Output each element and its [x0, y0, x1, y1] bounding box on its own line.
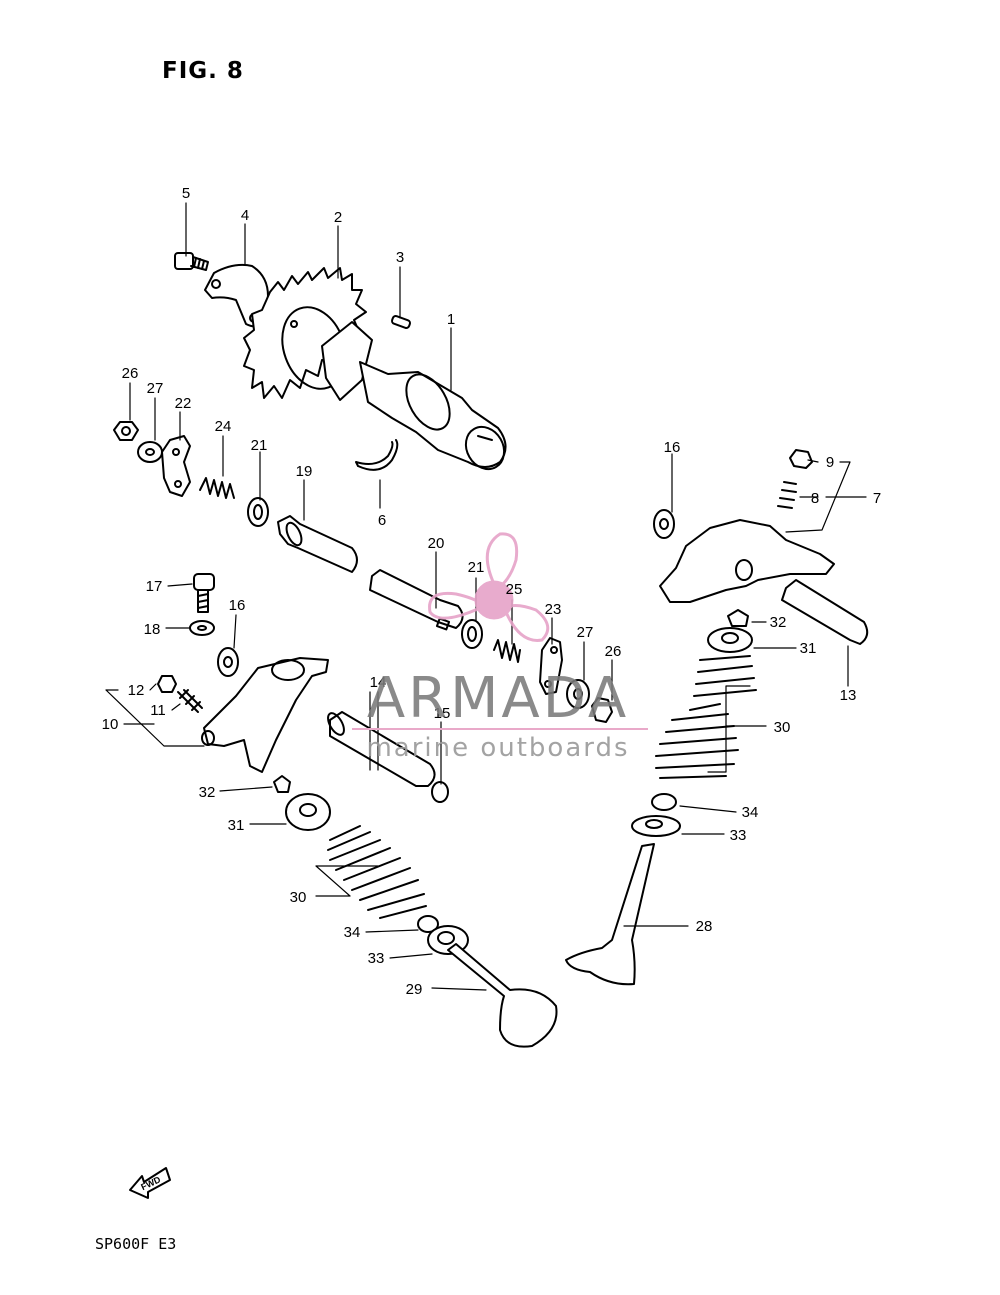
callout-2: 2: [334, 209, 342, 226]
callout-21: 21: [468, 559, 485, 576]
callout-7: 7: [873, 490, 881, 507]
valve-icon: [565, 843, 655, 986]
spring-icon: [493, 639, 521, 663]
callout-14: 14: [370, 674, 387, 691]
callout-20: 20: [428, 535, 445, 552]
watermark-tagline: marine outboards: [366, 733, 630, 763]
spring-icon: [199, 477, 235, 499]
callout-1: 1: [447, 311, 455, 328]
callout-28: 28: [696, 918, 713, 935]
callout-15: 15: [434, 705, 451, 722]
callout-23: 23: [545, 601, 562, 618]
callout-6: 6: [378, 512, 386, 529]
callout-3: 3: [396, 249, 404, 266]
nut-icon: [113, 421, 139, 441]
valve-spring-icon: [327, 825, 427, 919]
adjuster-screw-icon: [177, 689, 203, 713]
callout-8: 8: [811, 490, 819, 507]
valve-spring-icon: [655, 655, 757, 779]
rocker-arm-icon: [659, 519, 835, 603]
callout-10: 10: [102, 716, 119, 733]
callout-34: 34: [344, 924, 361, 941]
callout-4: 4: [241, 207, 249, 224]
valve-cotter-icon: [727, 609, 749, 627]
shaft-icon: [369, 569, 464, 631]
adjuster-screw-icon: [777, 481, 797, 509]
camshaft-icon: [321, 321, 507, 471]
forward-direction-arrow-icon: [129, 1167, 171, 1199]
callout-32: 32: [199, 784, 216, 801]
callout-25: 25: [506, 581, 523, 598]
callout-17: 17: [146, 578, 163, 595]
callout-16: 16: [229, 597, 246, 614]
callout-24: 24: [215, 418, 232, 435]
washer-icon: [137, 441, 163, 463]
watermark-divider: [352, 728, 648, 730]
circlip-icon: [355, 439, 399, 471]
washer-icon: [653, 509, 675, 539]
callout-34: 34: [742, 804, 759, 821]
watermark-brand-name: ARMADA: [366, 666, 630, 731]
callout-27: 27: [147, 380, 164, 397]
o-ring-icon: [431, 781, 449, 803]
callout-16: 16: [664, 439, 681, 456]
valve-seal-icon: [651, 793, 677, 811]
spring-seat-icon: [631, 815, 681, 837]
callout-30: 30: [290, 889, 307, 906]
oil-seal-icon: [461, 619, 483, 649]
oil-seal-icon: [247, 497, 269, 527]
callout-12: 12: [128, 682, 145, 699]
callout-26: 26: [605, 643, 622, 660]
bolt-icon: [193, 573, 215, 613]
rocker-shaft-icon: [327, 711, 436, 787]
valve-seal-icon: [417, 915, 439, 933]
callout-26: 26: [122, 365, 139, 382]
callout-21: 21: [251, 437, 268, 454]
callout-19: 19: [296, 463, 313, 480]
callout-27: 27: [577, 624, 594, 641]
callout-11: 11: [150, 702, 166, 719]
spring-retainer-icon: [707, 627, 753, 653]
nut-icon: [157, 675, 177, 693]
figure-title: FIG. 8: [162, 58, 244, 84]
bolt-icon: [174, 252, 209, 271]
washer-icon: [217, 647, 239, 677]
callout-18: 18: [144, 621, 161, 638]
washer-icon: [189, 620, 215, 636]
model-code: SP600F E3: [95, 1235, 177, 1253]
callout-31: 31: [228, 817, 245, 834]
rocker-shaft-icon: [781, 579, 869, 645]
callout-30: 30: [774, 719, 791, 736]
valve-cotter-icon: [273, 775, 291, 793]
nut-icon: [591, 697, 613, 723]
callout-9: 9: [826, 454, 834, 471]
washer-icon: [566, 679, 590, 709]
callout-33: 33: [730, 827, 747, 844]
valve-icon: [447, 943, 558, 1048]
callout-31: 31: [800, 640, 817, 657]
callout-33: 33: [368, 950, 385, 967]
spring-retainer-icon: [285, 793, 331, 831]
nut-icon: [789, 449, 813, 469]
shaft-icon: [277, 515, 358, 573]
callout-5: 5: [182, 185, 190, 202]
callout-29: 29: [406, 981, 423, 998]
callout-13: 13: [840, 687, 857, 704]
pin-icon: [391, 315, 411, 329]
watermark-propeller-icon: [428, 532, 550, 642]
callout-22: 22: [175, 395, 192, 412]
callout-32: 32: [770, 614, 787, 631]
rocker-arm-icon: [201, 657, 329, 773]
lever-plate-icon: [161, 435, 191, 497]
